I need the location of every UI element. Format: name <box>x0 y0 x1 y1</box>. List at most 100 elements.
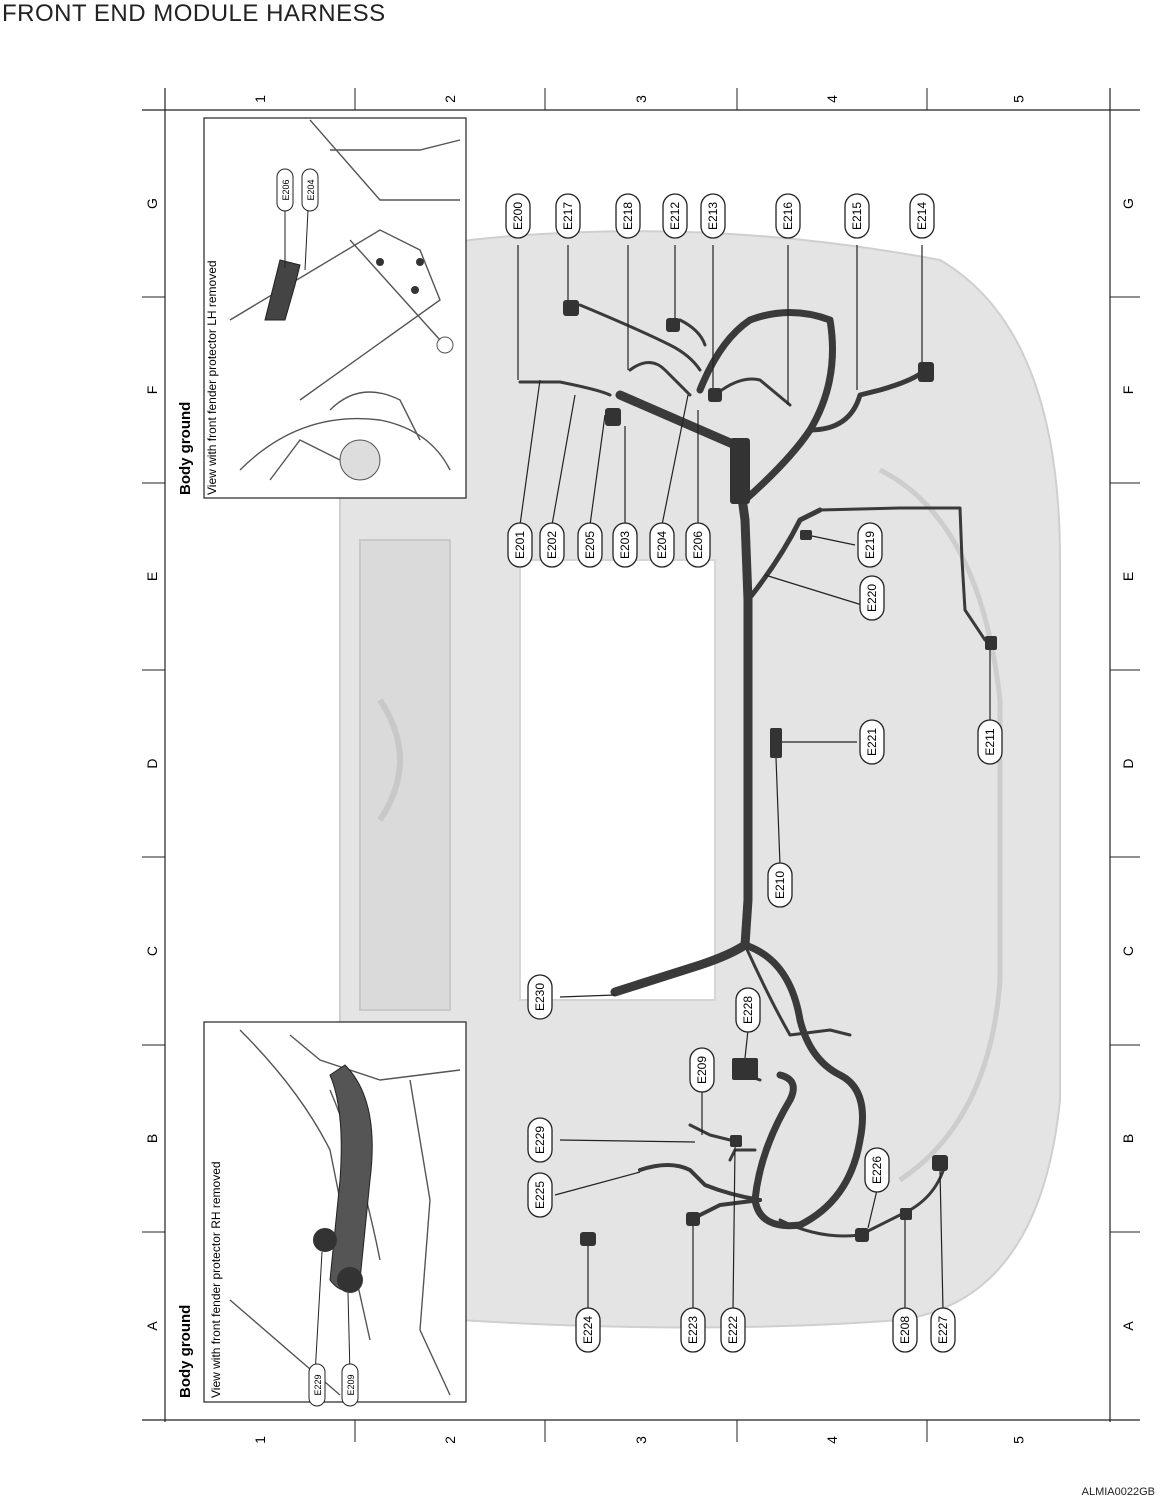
callout-label: E224 <box>581 1316 595 1344</box>
row-label-E: E <box>1120 572 1136 581</box>
callout-label: E218 <box>621 202 635 230</box>
callout-e208: E208 <box>892 1307 918 1353</box>
callout-label: E200 <box>511 202 525 230</box>
callout-label: E204 <box>655 531 669 559</box>
callout-e212: E212 <box>662 193 688 239</box>
callout-label: E228 <box>741 996 755 1024</box>
row-labels-left: A B C D E F G <box>144 198 160 1331</box>
callout-label: E223 <box>686 1316 700 1344</box>
callout-e203: E203 <box>612 522 638 568</box>
col-label-5: 5 <box>1011 95 1027 103</box>
col-label-4: 4 <box>824 1436 840 1444</box>
callout-e227: E227 <box>930 1307 956 1353</box>
row-label-A: A <box>144 1321 160 1331</box>
callout-e210: E210 <box>767 862 793 908</box>
row-label-E: E <box>144 572 160 581</box>
col-ticks <box>354 88 928 1442</box>
callout-e217: E217 <box>555 193 581 239</box>
callout-label: E213 <box>706 202 720 230</box>
callout-e226: E226 <box>864 1147 890 1193</box>
col-label-5: 5 <box>1011 1436 1027 1444</box>
row-ticks <box>142 296 1140 1233</box>
callout-e202: E202 <box>539 522 565 568</box>
callout-e206: E206 <box>685 522 711 568</box>
callout-e204: E204 <box>649 522 675 568</box>
row-label-B: B <box>1120 1134 1136 1143</box>
callout-e211: E211 <box>977 719 1003 765</box>
callout-e200: E200 <box>505 193 531 239</box>
row-label-D: D <box>1120 758 1136 768</box>
callout-label: E211 <box>983 728 997 755</box>
callout-e214: E214 <box>909 193 935 239</box>
row-label-D: D <box>144 758 160 768</box>
callout-e225: E225 <box>527 1172 553 1218</box>
callout-e229: E229 <box>527 1117 553 1163</box>
callout-label: E220 <box>865 584 879 612</box>
inset-lh-callout-e206: E206 <box>281 179 291 200</box>
callout-label: E201 <box>513 531 527 559</box>
inset-rh-heading: Body ground <box>177 1305 194 1398</box>
inset-lh-body-ground: Body ground View with front fender prote… <box>177 117 467 499</box>
callout-label: E208 <box>898 1316 912 1344</box>
callout-e223: E223 <box>680 1307 706 1353</box>
callout-e228: E228 <box>735 987 761 1033</box>
callout-label: E212 <box>668 202 682 230</box>
row-label-B: B <box>144 1134 160 1143</box>
inset-rh-body-ground: Body ground View with front fender prote… <box>177 1021 467 1407</box>
callout-e209: E209 <box>689 1047 715 1093</box>
callout-e220: E220 <box>859 575 885 621</box>
callout-label: E203 <box>618 531 632 559</box>
col-label-1: 1 <box>252 1436 268 1444</box>
callout-label: E215 <box>850 202 864 230</box>
row-label-C: C <box>1120 946 1136 956</box>
callout-e221: E221 <box>859 719 885 765</box>
callout-label: E229 <box>533 1126 547 1154</box>
callout-e224: E224 <box>575 1307 601 1353</box>
callout-label: E222 <box>726 1316 740 1344</box>
callout-label: E210 <box>773 871 787 899</box>
callout-label: E230 <box>533 983 547 1011</box>
callout-e201: E201 <box>507 522 533 568</box>
callout-label: E209 <box>695 1056 709 1084</box>
callout-e213: E213 <box>700 193 726 239</box>
callout-label: E221 <box>865 728 879 756</box>
callout-label: E227 <box>936 1316 950 1344</box>
callout-label: E219 <box>863 531 877 559</box>
page-title: FRONT END MODULE HARNESS <box>2 0 386 27</box>
row-labels-right: A B C D E F G <box>1120 198 1136 1331</box>
callout-label: E202 <box>545 531 559 559</box>
callout-e222: E222 <box>720 1307 746 1353</box>
row-label-G: G <box>144 198 160 209</box>
inset-rh-callout-e229: E229 <box>313 1374 323 1395</box>
inset-lh-callout-e204: E204 <box>306 179 316 200</box>
callout-label: E217 <box>561 202 575 230</box>
col-label-1: 1 <box>252 95 268 103</box>
col-labels-bottom: 1 2 3 4 5 <box>252 1436 1027 1444</box>
row-label-C: C <box>144 946 160 956</box>
col-label-3: 3 <box>633 1436 649 1444</box>
callout-e216: E216 <box>775 193 801 239</box>
inset-rh-callout-e209: E209 <box>346 1374 356 1395</box>
callout-label: E216 <box>781 202 795 230</box>
row-label-G: G <box>1120 198 1136 209</box>
callout-e215: E215 <box>844 193 870 239</box>
callout-label: E206 <box>691 531 705 559</box>
col-label-2: 2 <box>442 1436 458 1444</box>
inset-lh-caption: View with front fender protector LH remo… <box>205 260 219 495</box>
col-label-4: 4 <box>824 95 840 103</box>
row-label-F: F <box>144 386 160 395</box>
col-label-2: 2 <box>442 95 458 103</box>
callout-label: E226 <box>870 1156 884 1184</box>
callout-label: E205 <box>583 531 597 559</box>
vehicle-body-outline <box>339 230 1061 1329</box>
inset-lh-heading: Body ground <box>177 402 194 495</box>
callout-e219: E219 <box>857 522 883 568</box>
callout-label: E214 <box>915 202 929 230</box>
row-label-A: A <box>1120 1321 1136 1331</box>
leader-lines <box>517 245 991 1311</box>
row-label-F: F <box>1120 386 1136 395</box>
callout-e230: E230 <box>527 974 553 1020</box>
